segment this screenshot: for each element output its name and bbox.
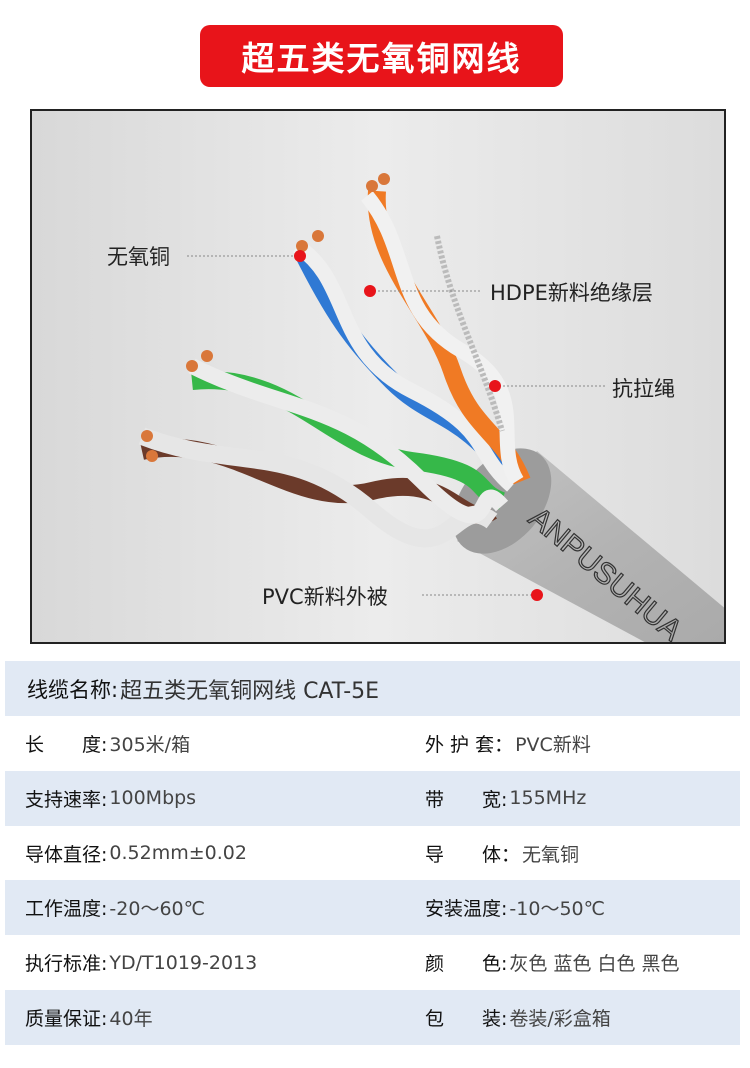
spec-right: 外 护 套：PVC新料 — [425, 716, 591, 771]
spec-right: 安装温度:-10～50℃ — [425, 880, 605, 935]
spec-row-name: 线缆名称: 超五类无氧铜网线 CAT-5E — [5, 661, 740, 716]
page-title: 超五类无氧铜网线 — [200, 25, 563, 87]
spec-left: 长 度:305米/箱 — [25, 716, 190, 771]
spec-row: 支持速率:100Mbps 带 宽:155MHz — [5, 770, 740, 826]
spec-left: 支持速率:100Mbps — [25, 771, 196, 826]
spec-key: 支持速率: — [25, 788, 108, 811]
spec-value: -20～60℃ — [109, 898, 205, 921]
spec-key: 导体直径: — [25, 843, 108, 866]
spec-right: 颜 色:灰色 蓝色 白色 黑色 — [425, 935, 680, 990]
spec-row: 工作温度:-20～60℃ 安装温度:-10～50℃ — [5, 880, 740, 936]
spec-value: 40年 — [109, 1008, 153, 1030]
callout-dots — [294, 250, 543, 601]
spec-left: 工作温度:-20～60℃ — [25, 880, 205, 935]
spec-value: 305米/箱 — [109, 734, 191, 756]
rip-cord — [434, 235, 505, 432]
spec-key: 线缆名称: — [27, 677, 119, 702]
cable-drawing: ANPUSUHUA — [138, 173, 724, 642]
spec-value: -10～50℃ — [509, 898, 605, 921]
spec-key: 工作温度: — [25, 898, 108, 921]
spec-right: 导 体：无氧铜 — [425, 826, 579, 881]
white-green-pair — [188, 358, 509, 524]
spec-value: 155MHz — [509, 787, 587, 810]
spec-key: 包 装: — [425, 1008, 508, 1030]
label-conductor: 无氧铜 — [107, 245, 170, 269]
spec-value: 卷装/彩盒箱 — [509, 1008, 611, 1030]
orange-pair — [367, 190, 531, 485]
label-insulation: HDPE新料绝缘层 — [490, 281, 653, 305]
spec-row: 长 度:305米/箱 外 护 套：PVC新料 — [5, 716, 740, 771]
spec-value: 灰色 蓝色 白色 黑色 — [509, 953, 680, 976]
spec-value: PVC新料 — [515, 734, 591, 756]
spec-left: 执行标准:YD/T1019-2013 — [25, 935, 257, 990]
label-ripcord: 抗拉绳 — [612, 377, 675, 401]
spec-key: 导 体： — [425, 843, 521, 866]
spec-key: 颜 色: — [425, 953, 508, 976]
spec-row: 导体直径:0.52mm±0.02 导 体：无氧铜 — [5, 826, 740, 881]
spec-right: 包 装:卷装/彩盒箱 — [425, 990, 611, 1045]
label-jacket: PVC新料外被 — [262, 585, 388, 609]
spec-left: 导体直径:0.52mm±0.02 — [25, 826, 247, 881]
spec-value: 无氧铜 — [522, 843, 580, 866]
spec-key: 执行标准: — [25, 953, 108, 976]
spec-row: 质量保证:40年 包 装:卷装/彩盒箱 — [5, 990, 740, 1045]
spec-key: 长 度: — [25, 734, 108, 756]
copper-tips — [141, 173, 390, 462]
white-orange-pair — [361, 191, 524, 485]
spec-key: 安装温度: — [425, 898, 508, 921]
spec-value: 超五类无氧铜网线 CAT-5E — [120, 678, 380, 704]
spec-key: 质量保证: — [25, 1008, 108, 1030]
spec-value: YD/T1019-2013 — [109, 951, 258, 974]
spec-key: 外 护 套： — [425, 734, 514, 756]
cable-illustration: ANPUSUHUA 无氧铜 HDPE新料绝缘层 抗拉绳 PVC新料外被 — [30, 109, 726, 644]
white-blue-pair — [292, 239, 518, 492]
spec-left: 质量保证:40年 — [25, 990, 153, 1045]
spec-value: 0.52mm±0.02 — [109, 842, 247, 865]
spec-right: 带 宽:155MHz — [425, 771, 586, 826]
spec-row: 执行标准:YD/T1019-2013 颜 色:灰色 蓝色 白色 黑色 — [5, 935, 740, 990]
spec-key: 带 宽: — [425, 788, 508, 811]
spec-value: 100Mbps — [109, 787, 197, 810]
